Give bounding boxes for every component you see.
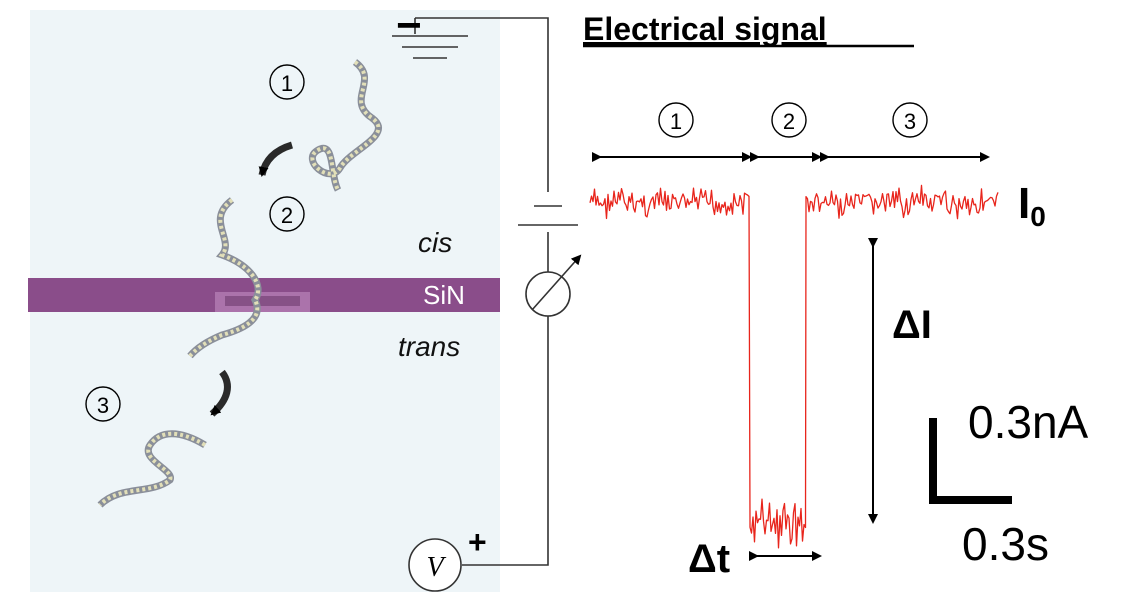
scale-time-label: 0.3s bbox=[962, 518, 1049, 570]
segment-1-label: 1 bbox=[658, 102, 694, 138]
voltage-source-icon bbox=[408, 538, 462, 592]
segment-2-label: 2 bbox=[771, 102, 807, 138]
trans-label: trans bbox=[398, 331, 460, 362]
dna-strand-2 bbox=[187, 197, 262, 359]
step-2-marker: 2 bbox=[269, 196, 305, 232]
step-3-marker: 3 bbox=[85, 386, 121, 422]
motion-arrow-1 bbox=[258, 141, 294, 177]
segment-3-label: 3 bbox=[892, 102, 928, 138]
i0-label: I0 bbox=[1018, 179, 1046, 232]
cis-label: cis bbox=[418, 227, 452, 258]
current-trace-line bbox=[589, 184, 999, 549]
svg-text:2: 2 bbox=[783, 109, 795, 134]
dna-strand-3 bbox=[97, 430, 207, 508]
voltage-label: V bbox=[426, 552, 446, 583]
delta-t-label: Δt bbox=[688, 537, 730, 581]
battery-icon bbox=[518, 205, 578, 226]
svg-text:3: 3 bbox=[97, 393, 109, 418]
current-trace bbox=[589, 184, 999, 549]
plus-sign: + bbox=[468, 524, 487, 560]
dna-strand-1 bbox=[308, 59, 382, 192]
ammeter-icon bbox=[525, 254, 582, 317]
page-title: Electrical signal bbox=[583, 11, 827, 47]
sin-label: SiN bbox=[423, 280, 465, 310]
svg-text:3: 3 bbox=[904, 109, 916, 134]
svg-text:1: 1 bbox=[281, 71, 293, 96]
delta-i-label: ΔI bbox=[892, 303, 932, 347]
scale-current-label: 0.3nA bbox=[968, 396, 1089, 448]
step-1-marker: 1 bbox=[269, 64, 305, 100]
minus-sign: − bbox=[396, 1, 422, 50]
scale-bar bbox=[929, 418, 1012, 504]
motion-arrow-2 bbox=[209, 369, 231, 417]
svg-text:1: 1 bbox=[670, 109, 682, 134]
ground-icon bbox=[392, 35, 468, 59]
svg-text:2: 2 bbox=[281, 203, 293, 228]
